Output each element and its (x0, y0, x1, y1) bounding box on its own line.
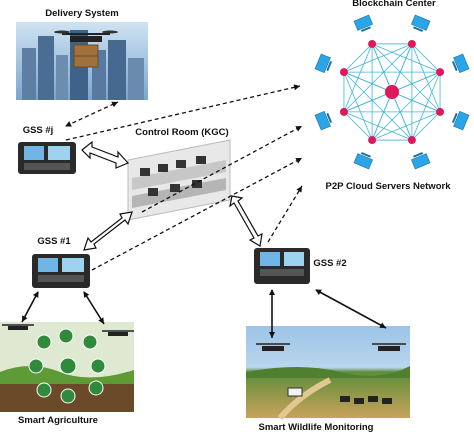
link-gss-1-blockchain (91, 157, 303, 271)
link-gss-1-control (83, 211, 133, 251)
link-gss-j-delivery (65, 101, 119, 127)
drone-icon (2, 324, 34, 330)
network-hub-node (385, 85, 399, 99)
link-gss-j-blockchain (65, 84, 301, 141)
drone-icon (102, 330, 134, 336)
smart-wildlife-label: Smart Wildlife Monitoring (259, 422, 374, 432)
network-edge (371, 43, 393, 93)
link-gss-2-blockchain (267, 185, 303, 243)
p2p-network-label: P2P Cloud Servers Network (326, 181, 452, 192)
server-icon (314, 111, 333, 131)
delivery-system-image (16, 22, 148, 100)
gss-1-label: GSS #1 (37, 236, 71, 247)
link-control-blockchain (141, 125, 303, 213)
gss-j-label: GSS #j (23, 125, 54, 136)
network-edge (343, 71, 413, 141)
drone-icon (256, 343, 290, 351)
network-node (436, 107, 445, 116)
network-edge (371, 43, 441, 73)
network-edge (343, 43, 413, 113)
server-icon (411, 14, 431, 33)
server-icon (314, 53, 333, 73)
server-icon (451, 111, 470, 131)
network-edge (391, 91, 413, 141)
sun-icon (36, 334, 52, 350)
link-gss-j-control (81, 140, 130, 169)
link-gss-1-agriculture-right (83, 291, 105, 325)
network-node (407, 136, 416, 145)
network-edge (391, 71, 441, 93)
sprinkler-icon (88, 380, 104, 396)
network-node (436, 68, 445, 77)
plant-icon (90, 358, 106, 374)
network-edge (411, 111, 441, 141)
network-node (368, 136, 377, 145)
thermometer-icon (36, 382, 52, 398)
network-node (407, 39, 416, 48)
tractor-icon (28, 358, 44, 374)
server-icon (451, 53, 470, 73)
network-edge (371, 43, 441, 113)
gss-1-station (32, 254, 90, 288)
network-edge (411, 43, 441, 73)
network-edge (371, 91, 393, 141)
gss-2-label: GSS #2 (313, 258, 346, 269)
network-edge (343, 43, 373, 73)
server-icon (353, 14, 373, 33)
control-room-image (127, 139, 231, 221)
farmer-icon (60, 388, 76, 404)
server-icon (353, 151, 373, 170)
network-node (339, 68, 348, 77)
network-node (368, 39, 377, 48)
link-gss-2-wildlife-right (315, 289, 387, 329)
wheat-icon (58, 328, 74, 344)
water-drop-icon (82, 334, 98, 350)
network-edge (391, 91, 441, 113)
server-icon (411, 151, 431, 170)
blockchain-center-label: Blockchain Center (352, 0, 436, 9)
network-node (339, 107, 348, 116)
control-room-label: Control Room (KGC) (135, 127, 228, 138)
delivery-system-label: Delivery System (45, 8, 118, 19)
network-edge (343, 71, 393, 93)
blockchain-network-graph (314, 14, 470, 170)
wifi-icon (59, 357, 77, 375)
gss-2-station (254, 248, 310, 284)
network-edge (371, 71, 441, 141)
smart-agriculture-image (0, 322, 134, 412)
smart-wildlife-image (246, 326, 410, 420)
network-edge (391, 43, 413, 93)
drone-icon (54, 30, 118, 68)
network-edge (343, 111, 373, 141)
link-gss-1-agriculture-left (21, 291, 39, 323)
smart-agriculture-label: Smart Agriculture (18, 415, 98, 426)
drone-icon (372, 343, 406, 351)
link-control-gss-2 (229, 195, 263, 247)
gss-j-station (18, 142, 76, 174)
network-edge (343, 91, 393, 113)
